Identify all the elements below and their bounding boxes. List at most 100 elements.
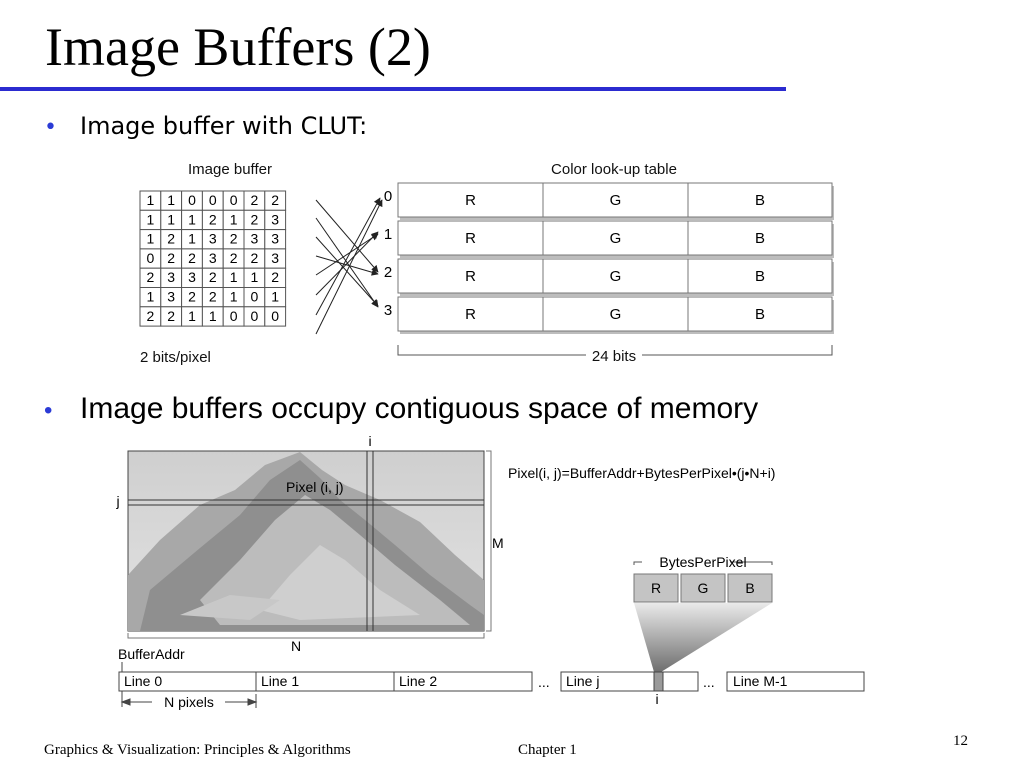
clut-channel-label: G xyxy=(610,306,622,323)
grid-cell-value: 0 xyxy=(230,308,238,324)
n-label: N xyxy=(291,638,301,654)
grid-cell-value: 1 xyxy=(147,231,155,247)
clut-cell xyxy=(542,296,689,332)
grid-cell xyxy=(243,248,266,269)
clut-channel-label: B xyxy=(755,230,765,247)
grid-cell-value: 2 xyxy=(230,231,238,247)
grid-cell xyxy=(201,306,224,327)
clut-channel-label: R xyxy=(465,230,476,247)
grid-cell xyxy=(181,306,203,327)
bullet-text-1: Image buffer with CLUT: xyxy=(80,112,368,140)
grid-cell xyxy=(139,287,162,308)
grid-cell xyxy=(243,209,266,231)
grid-cell-value: 0 xyxy=(147,250,155,266)
grid-cell xyxy=(201,267,224,289)
line-0: Line 0 xyxy=(124,673,162,689)
grid-cell xyxy=(181,190,203,211)
clut-channel-label: B xyxy=(755,306,765,323)
zoom-funnel xyxy=(634,603,772,672)
bullet-item-1: • Image buffer with CLUT: xyxy=(44,112,367,140)
clut-cell xyxy=(397,258,544,294)
clut-row-shadow xyxy=(400,186,834,220)
bpp-r: R xyxy=(651,580,661,596)
width-bracket xyxy=(397,345,833,356)
m-label: M xyxy=(492,535,504,551)
bullet-text-2: Image buffers occupy contiguous space of… xyxy=(80,392,759,425)
grid-cell-value: 1 xyxy=(230,269,238,285)
grid-cell-value: 2 xyxy=(271,269,279,285)
clut-channel-label: B xyxy=(755,268,765,285)
grid-cell xyxy=(139,248,162,269)
footer-book-title: Graphics & Visualization: Principles & A… xyxy=(44,742,351,758)
grid-cell-value: 0 xyxy=(271,308,279,324)
grid-cell-value: 2 xyxy=(251,211,259,227)
bits-per-pixel-label: 2 bits/pixel xyxy=(140,349,211,366)
grid-cell-value: 3 xyxy=(209,250,217,266)
grid-cell-value: 2 xyxy=(230,250,238,266)
grid-cell-value: 2 xyxy=(188,289,196,305)
grid-cell-value: 1 xyxy=(271,289,279,305)
grid-cell xyxy=(264,229,287,250)
sample-image xyxy=(127,450,485,632)
index-to-clut-arrows xyxy=(315,197,383,335)
grid-cell-value: 1 xyxy=(188,308,196,324)
grid-cell xyxy=(160,306,183,327)
grid-cell xyxy=(181,209,203,231)
grid-cell-value: 3 xyxy=(167,269,175,285)
grid-cell-value: 1 xyxy=(209,308,217,324)
clut-row-shadow xyxy=(400,300,834,334)
bpp-bracket xyxy=(633,561,773,565)
bullet-dot-icon: • xyxy=(44,397,53,424)
grid-cell xyxy=(201,190,224,211)
pixel-label: Pixel (i, j) xyxy=(286,479,344,495)
clut-cell xyxy=(542,182,689,218)
bpp-g: G xyxy=(698,580,709,596)
clut-cell xyxy=(542,258,689,294)
grid-cell-value: 3 xyxy=(271,231,279,247)
bullet-dot-icon: • xyxy=(44,115,57,140)
grid-cell xyxy=(181,267,203,289)
grid-cell xyxy=(181,229,203,250)
clut-channel-label: G xyxy=(610,268,622,285)
grid-cell-value: 1 xyxy=(188,231,196,247)
grid-cell-value: 2 xyxy=(251,250,259,266)
grid-cell xyxy=(222,267,245,289)
grid-cell xyxy=(222,306,245,327)
clut-cell xyxy=(687,182,833,218)
grid-cell-value: 2 xyxy=(271,192,279,208)
grid-cell xyxy=(160,229,183,250)
clut-index-label: 3 xyxy=(384,302,392,319)
grid-cell xyxy=(243,267,266,289)
grid-cell-value: 0 xyxy=(230,192,238,208)
grid-cell xyxy=(264,267,287,289)
grid-cell-value: 3 xyxy=(251,231,259,247)
line-j: Line j xyxy=(566,673,599,689)
grid-cell-value: 1 xyxy=(147,289,155,305)
clut-cell xyxy=(542,220,689,256)
grid-cell xyxy=(201,209,224,231)
grid-cell xyxy=(160,248,183,269)
memory-lines xyxy=(118,671,865,692)
clut-index-label: 1 xyxy=(384,226,392,243)
bpp-cells xyxy=(633,573,773,603)
pixel-i-label: i xyxy=(655,691,658,707)
clut-index-label: 0 xyxy=(384,188,392,205)
clut-cell xyxy=(687,220,833,256)
bpp-b: B xyxy=(745,580,754,596)
clut-channel-label: R xyxy=(465,306,476,323)
clut-cell xyxy=(397,220,544,256)
clut-cell xyxy=(397,296,544,332)
grid-cell-value: 3 xyxy=(271,250,279,266)
grid-cell xyxy=(201,248,224,269)
clut-cell xyxy=(397,182,544,218)
grid-cell xyxy=(181,248,203,269)
grid-cell-value: 3 xyxy=(188,269,196,285)
grid-cell-value: 0 xyxy=(251,289,259,305)
grid-cell-value: 2 xyxy=(167,231,175,247)
grid-cell-value: 2 xyxy=(147,269,155,285)
n-bracket xyxy=(127,633,485,639)
grid-cell-value: 2 xyxy=(209,289,217,305)
grid-cell-value: 2 xyxy=(167,250,175,266)
